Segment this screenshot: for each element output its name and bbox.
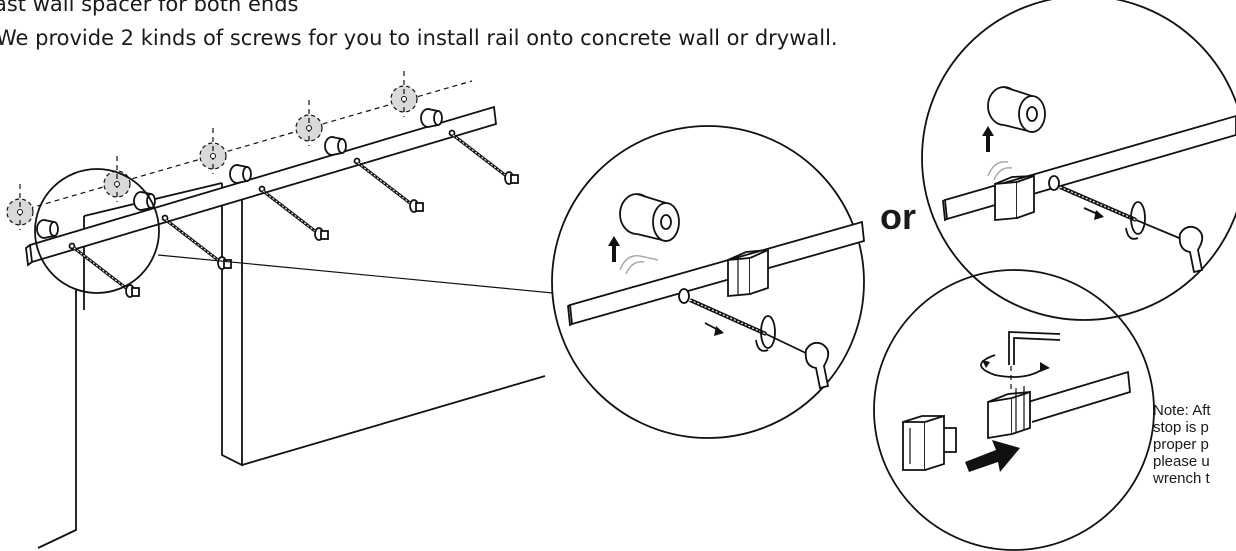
end-stop-icon [727,248,769,297]
detail-circle [551,125,865,439]
note-line: please u [1153,453,1210,470]
lag-screw-icon [1048,175,1185,241]
instruction-line-2: We provide 2 kinds of screws for you to … [0,26,838,50]
arrow-icon [965,440,1020,472]
hex-key-icon [980,331,1061,378]
detail-circle-alt [921,0,1236,321]
note-line: stop is p [1153,419,1209,436]
note-line: proper p [1153,436,1209,453]
wall-illustration [37,182,546,549]
rail-illustration [19,80,497,267]
instruction-line-1: ast wall spacer for both ends [0,0,299,16]
end-stop-icon [994,174,1035,221]
wrench-icon [1178,225,1204,274]
or-label: or [880,196,916,237]
wrench-icon [804,341,830,390]
end-stop-icon [902,414,957,471]
end-stop-icon [987,366,1031,440]
wall-spacer-icon [608,193,680,275]
note-line: wrench t [1153,470,1210,487]
magnifier-callout [34,168,554,294]
detail-circle-endstop [873,269,1155,551]
lag-screw-icon [678,288,813,357]
note-text: Note: Aft stop is p proper p please u wr… [1153,402,1211,487]
note-line: Note: Aft [1153,402,1211,419]
wall-spacer-icon [982,86,1046,181]
